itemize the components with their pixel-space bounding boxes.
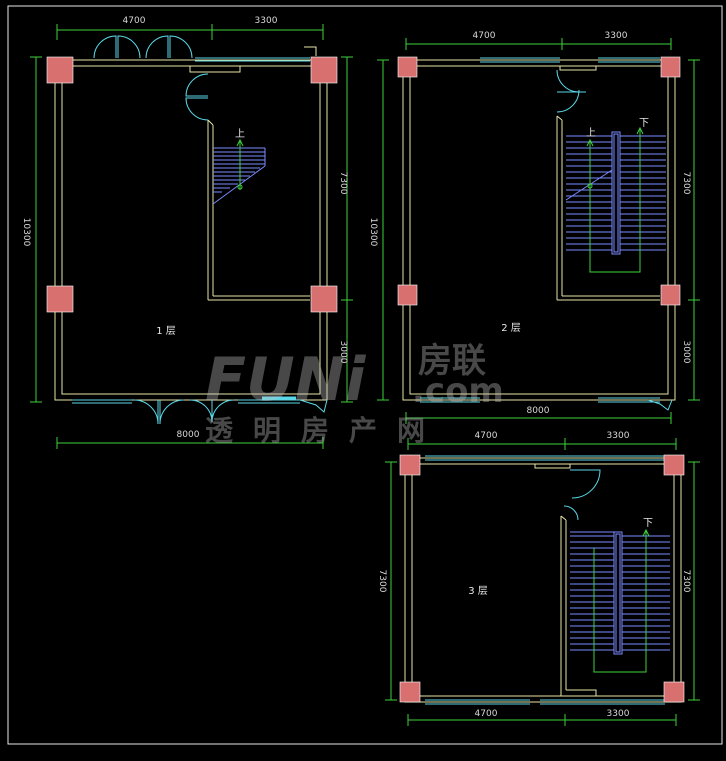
stair-arrow-icon xyxy=(593,528,650,673)
floor-2-walls xyxy=(402,59,676,401)
floor-1-stair xyxy=(212,147,266,205)
floor-2-dim-left: 10300 xyxy=(368,218,378,247)
watermark-brand: 房联 xyxy=(418,341,486,381)
floor-3-windows xyxy=(425,455,665,705)
stair-arrow-icon xyxy=(586,126,644,273)
floor-1-dimension-lines xyxy=(30,24,353,449)
floor-2-label: 2 层 xyxy=(501,322,521,334)
floor-1-walls xyxy=(54,46,328,401)
floor-1-dim-right-top: 7300 xyxy=(338,172,348,195)
floor-3-dimension-lines xyxy=(385,438,700,726)
floor-1-stair-label: 上 xyxy=(235,128,245,140)
floor-3-dim-top-left: 4700 xyxy=(475,431,498,441)
floor-2-dim-right-bottom: 3000 xyxy=(681,341,691,364)
floor-3-plan: 4700 3300 4700 3300 7300 7300 xyxy=(377,431,700,726)
watermark: FUNi 房联 .com 透明房产网 xyxy=(205,341,504,447)
floor-3-dim-top-right: 3300 xyxy=(607,431,630,441)
floor-2-stair-down-label: 下 xyxy=(639,118,649,129)
floor-2-windows xyxy=(420,57,673,411)
column-marker-icon xyxy=(399,454,685,703)
floor-2-stair xyxy=(565,131,666,255)
drawing-frame xyxy=(7,5,723,745)
floor-3-dim-bottom-left: 4700 xyxy=(475,709,498,719)
watermark-tagline: 透明房产网 xyxy=(205,414,445,447)
floor-1-plan: 4700 3300 8000 10300 7300 3000 xyxy=(21,16,353,449)
floor-3-walls xyxy=(404,457,682,703)
watermark-logo: FUNi xyxy=(205,345,367,415)
door-swing-icon xyxy=(93,35,235,425)
floor-3-dim-left: 7300 xyxy=(377,570,387,593)
floor-1-label: 1 层 xyxy=(156,325,176,337)
door-swing-icon xyxy=(556,69,586,113)
column-marker-icon xyxy=(46,56,338,313)
floor-2-dim-right-top: 7300 xyxy=(681,172,691,195)
column-marker-icon xyxy=(397,56,681,306)
floor-1-dim-top-left: 4700 xyxy=(123,16,146,26)
floor-3-stair xyxy=(570,531,670,655)
floor-1-dim-right-bottom: 3000 xyxy=(338,341,348,364)
floor-2-dim-top-right: 3300 xyxy=(605,31,628,41)
floor-1-dim-top-right: 3300 xyxy=(255,16,278,26)
floor-3-stair-down-label: 下 xyxy=(643,518,653,529)
floor-3-dim-bottom-right: 3300 xyxy=(607,709,630,719)
door-swing-icon xyxy=(563,469,601,521)
watermark-domain: .com xyxy=(412,371,504,411)
floor-2-stair-up-label: 上 xyxy=(586,127,596,139)
stair-arrow-icon xyxy=(236,138,244,190)
floor-2-dim-bottom: 8000 xyxy=(527,406,550,416)
floor-1-windows xyxy=(72,57,328,413)
floor-2-dimension-lines xyxy=(377,38,700,424)
floor-1-dim-left: 10300 xyxy=(21,218,31,247)
floor-1-dim-bottom: 8000 xyxy=(177,430,200,440)
floor-3-dim-right: 7300 xyxy=(681,570,691,593)
floor-3-label: 3 层 xyxy=(468,585,488,597)
floor-2-dim-top-left: 4700 xyxy=(473,31,496,41)
floor-2-plan: 4700 3300 8000 10300 7300 3000 xyxy=(368,31,700,424)
